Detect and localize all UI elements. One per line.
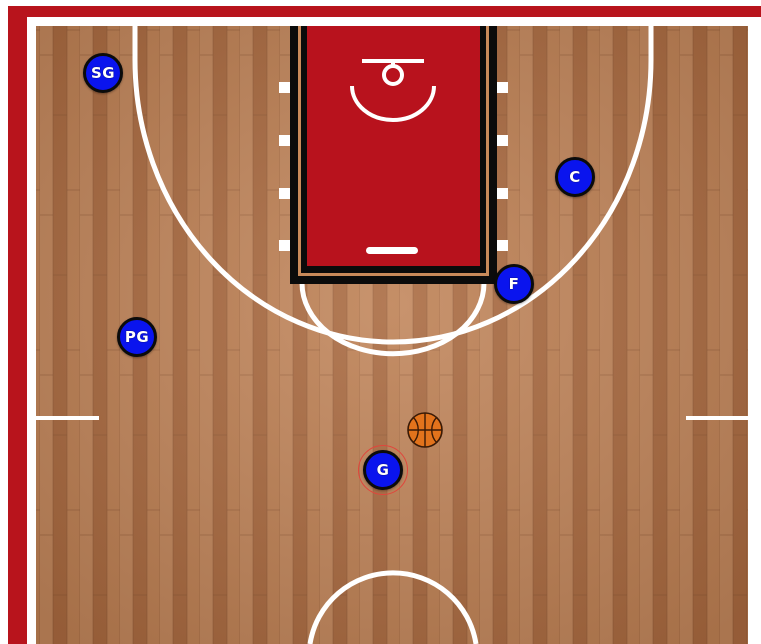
- player-pg[interactable]: PG: [117, 317, 157, 357]
- free-throw-line: [366, 247, 418, 254]
- player-sg-label: SG: [91, 64, 115, 82]
- player-f[interactable]: F: [494, 264, 534, 304]
- player-sg[interactable]: SG: [83, 53, 123, 93]
- player-c[interactable]: C: [555, 157, 595, 197]
- basketball-icon[interactable]: [406, 411, 444, 449]
- hash-line-left: [36, 416, 99, 420]
- player-g[interactable]: G: [363, 450, 403, 490]
- hash-line-right: [686, 416, 748, 420]
- player-pg-label: PG: [125, 328, 149, 346]
- player-c-label: C: [569, 168, 581, 186]
- player-g-label: G: [377, 461, 390, 479]
- player-f-label: F: [509, 275, 520, 293]
